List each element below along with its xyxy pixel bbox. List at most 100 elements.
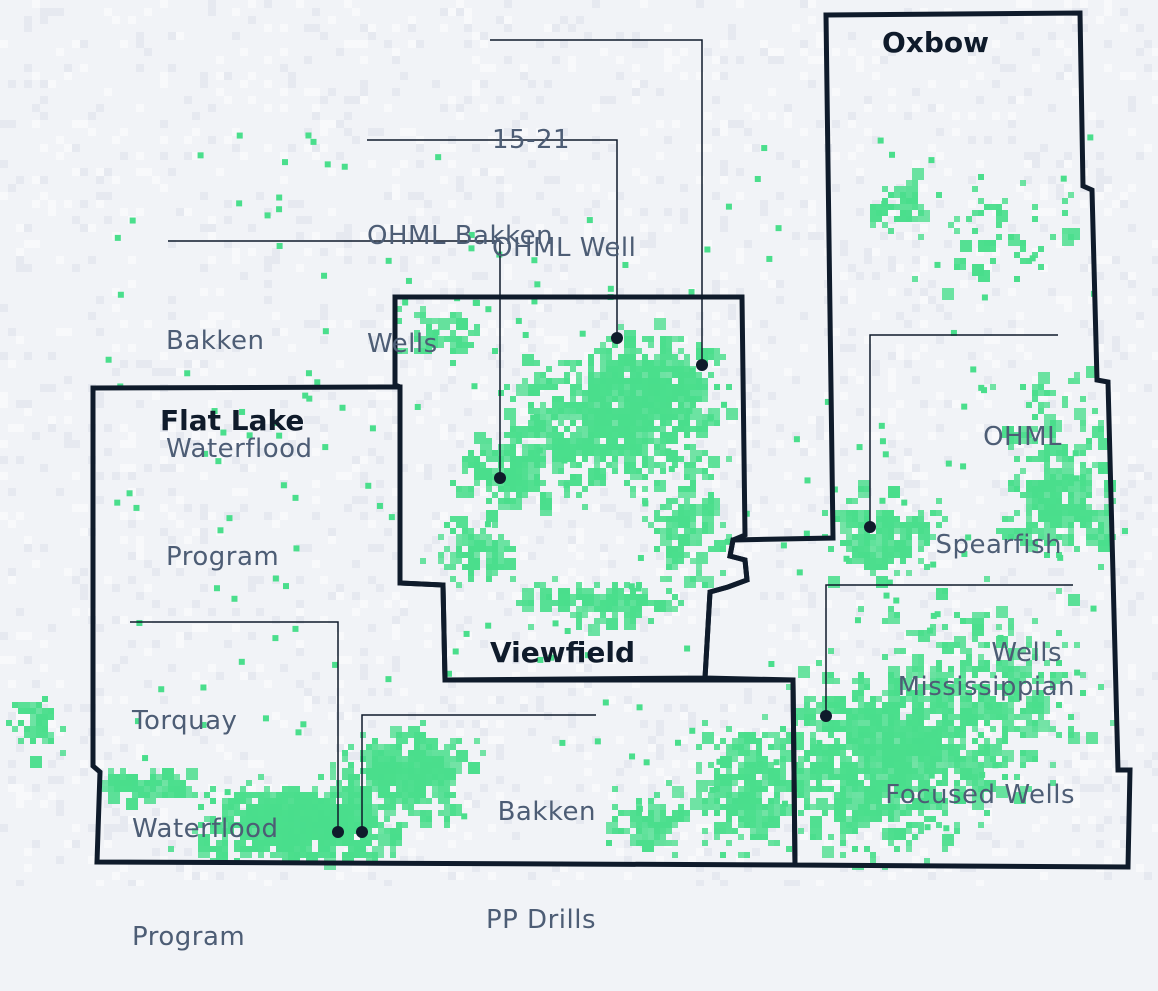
well-cell	[816, 750, 822, 756]
well-cell	[438, 558, 444, 564]
well-cell	[486, 498, 492, 504]
well-cell	[1032, 648, 1038, 654]
grid-cell	[336, 472, 344, 480]
well-cell	[1056, 660, 1062, 666]
grid-cell	[656, 456, 664, 464]
grid-cell	[544, 264, 552, 272]
grid-cell	[464, 40, 472, 48]
well-cell	[492, 552, 498, 558]
grid-cell	[920, 552, 928, 560]
grid-cell	[392, 288, 400, 296]
grid-cell	[56, 152, 64, 160]
grid-cell	[400, 128, 408, 136]
grid-cell	[544, 304, 552, 312]
well-cell	[600, 342, 606, 348]
grid-cell	[976, 72, 984, 80]
well-cell	[690, 540, 696, 546]
grid-cell	[176, 632, 184, 640]
grid-cell	[520, 496, 528, 504]
grid-cell	[96, 728, 104, 736]
well-cell	[846, 720, 852, 726]
grid-cell	[656, 856, 664, 864]
well-cell	[852, 678, 858, 684]
grid-cell	[328, 320, 336, 328]
grid-cell	[960, 544, 968, 552]
grid-cell	[480, 40, 488, 48]
grid-cell	[408, 192, 416, 200]
grid-cell	[864, 248, 872, 256]
well-cell	[498, 468, 504, 474]
grid-cell	[296, 608, 304, 616]
grid-cell	[952, 544, 960, 552]
grid-cell	[680, 48, 688, 56]
grid-cell	[888, 88, 896, 96]
grid-cell	[248, 760, 256, 768]
well-cell	[834, 720, 846, 732]
well-cell	[828, 762, 834, 768]
grid-cell	[168, 312, 176, 320]
grid-cell	[304, 416, 312, 424]
grid-cell	[392, 616, 400, 624]
well-cell	[474, 480, 480, 486]
grid-cell	[16, 632, 24, 640]
grid-cell	[576, 528, 584, 536]
well-cell	[606, 336, 612, 342]
grid-cell	[1016, 312, 1024, 320]
well-cell	[924, 684, 930, 690]
well-cell	[504, 444, 510, 450]
grid-cell	[408, 232, 416, 240]
grid-cell	[928, 544, 936, 552]
grid-cell	[656, 720, 664, 728]
well-cell	[684, 528, 690, 534]
grid-cell	[680, 216, 688, 224]
well-cell	[624, 348, 630, 354]
well-cell	[858, 678, 864, 684]
grid-cell	[848, 288, 856, 296]
well-cell	[930, 798, 936, 804]
grid-cell	[304, 704, 312, 712]
grid-cell	[1104, 496, 1112, 504]
well-cell	[1038, 510, 1044, 516]
well-cell	[666, 564, 672, 570]
grid-cell	[680, 592, 688, 600]
well-cell	[468, 570, 474, 576]
well-cell	[1068, 732, 1074, 738]
grid-cell	[128, 432, 136, 440]
grid-cell	[448, 784, 456, 792]
grid-cell	[1048, 568, 1056, 576]
well-cell	[510, 462, 516, 468]
grid-cell	[744, 392, 752, 400]
grid-cell	[656, 768, 664, 776]
well-cell	[912, 672, 918, 678]
grid-cell	[1024, 608, 1032, 616]
grid-cell	[416, 464, 424, 472]
grid-cell	[272, 248, 280, 256]
well-cell	[606, 384, 612, 390]
well-cell	[696, 576, 702, 582]
grid-cell	[712, 392, 720, 400]
grid-cell	[800, 200, 808, 208]
grid-cell	[96, 392, 104, 400]
well-cell	[438, 534, 444, 540]
grid-cell	[248, 0, 256, 8]
grid-cell	[264, 296, 272, 304]
grid-cell	[16, 256, 24, 264]
grid-cell	[424, 280, 432, 288]
grid-cell	[512, 632, 520, 640]
grid-cell	[424, 352, 432, 360]
grid-cell	[184, 632, 192, 640]
well-cell	[654, 384, 660, 390]
well-cell	[900, 780, 906, 786]
well-cell	[918, 558, 924, 564]
grid-cell	[160, 456, 168, 464]
well-cell	[576, 492, 582, 498]
well-cell	[450, 516, 456, 522]
grid-cell	[392, 48, 400, 56]
grid-cell	[352, 704, 360, 712]
grid-cell	[1112, 344, 1120, 352]
well-cell	[606, 606, 612, 612]
well-cell	[918, 684, 924, 690]
grid-cell	[832, 88, 840, 96]
grid-cell	[464, 504, 472, 512]
grid-cell	[328, 88, 336, 96]
